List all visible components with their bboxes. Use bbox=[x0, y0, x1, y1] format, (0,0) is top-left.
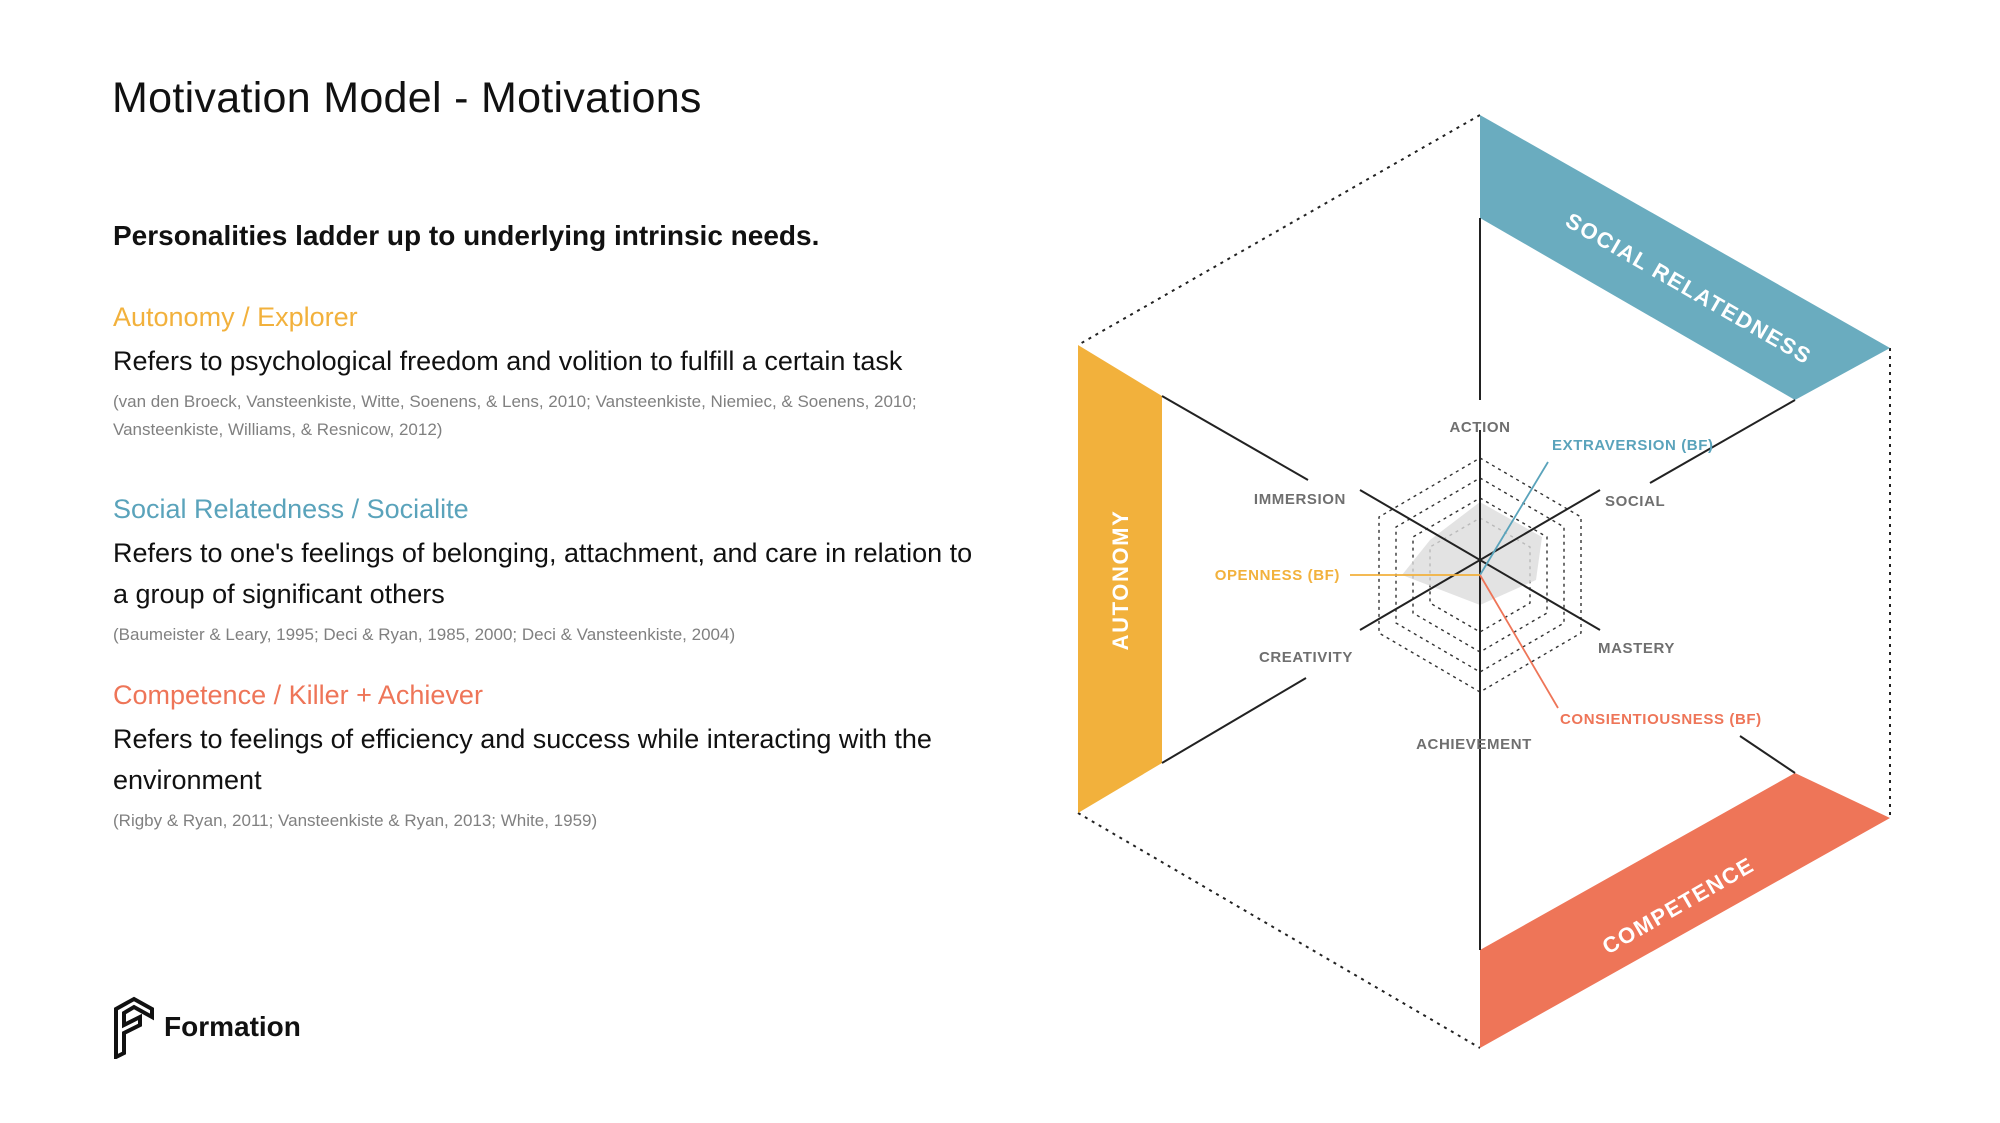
autonomy-heading: Autonomy / Explorer bbox=[113, 302, 358, 332]
axis-label-social: SOCIAL bbox=[1605, 493, 1665, 510]
trait-label-extraversion: EXTRAVERSION (BF) bbox=[1552, 437, 1714, 454]
social-relatedness-section: Social Relatedness / Socialite Refers to… bbox=[113, 494, 983, 649]
inner-structure-lines bbox=[1161, 218, 1796, 950]
social-relatedness-band bbox=[1480, 115, 1890, 400]
competence-description: Refers to feelings of efficiency and suc… bbox=[113, 724, 932, 795]
formation-logo: Formation bbox=[112, 995, 301, 1059]
axis-label-achievement: ACHIEVEMENT bbox=[1416, 736, 1532, 753]
conscientiousness-line bbox=[1479, 574, 1559, 709]
autonomy-section: Autonomy / Explorer Refers to psychologi… bbox=[113, 302, 983, 444]
trait-label-openness: OPENNESS (BF) bbox=[1215, 567, 1340, 584]
social-relatedness-heading: Social Relatedness / Socialite bbox=[113, 494, 469, 524]
competence-section: Competence / Killer + Achiever Refers to… bbox=[113, 680, 983, 835]
competence-band bbox=[1480, 773, 1890, 1048]
autonomy-band bbox=[1078, 345, 1162, 813]
autonomy-description: Refers to psychological freedom and voli… bbox=[113, 346, 903, 376]
outer-hexagon bbox=[1077, 114, 1891, 1049]
axis-label-immersion: IMMERSION bbox=[1254, 491, 1346, 508]
motivation-hexagon-diagram: SOCIAL RELATEDNESS AUTONOMY COMPETENCE A… bbox=[1077, 114, 1891, 1049]
social-relatedness-references: (Baumeister & Leary, 1995; Deci & Ryan, … bbox=[113, 625, 736, 644]
trait-label-conscientiousness: CONSIENTIOUSNESS (BF) bbox=[1560, 711, 1762, 728]
radar-shape bbox=[1402, 502, 1542, 605]
extraversion-line bbox=[1479, 461, 1549, 576]
competence-heading: Competence / Killer + Achiever bbox=[113, 680, 483, 710]
axis-label-action: ACTION bbox=[1449, 419, 1510, 436]
social-relatedness-description: Refers to one's feelings of belonging, a… bbox=[113, 538, 973, 609]
axis-label-creativity: CREATIVITY bbox=[1259, 649, 1353, 666]
axis-label-mastery: MASTERY bbox=[1598, 640, 1675, 657]
autonomy-references: (van den Broeck, Vansteenkiste, Witte, S… bbox=[113, 392, 917, 439]
subtitle: Personalities ladder up to underlying in… bbox=[113, 220, 820, 251]
formation-logo-icon bbox=[114, 996, 154, 1059]
competence-references: (Rigby & Ryan, 2011; Vansteenkiste & Rya… bbox=[113, 811, 598, 830]
logo-text: Formation bbox=[164, 1011, 301, 1042]
band-label-autonomy: AUTONOMY bbox=[1108, 510, 1133, 651]
page-title: Motivation Model - Motivations bbox=[112, 74, 702, 122]
